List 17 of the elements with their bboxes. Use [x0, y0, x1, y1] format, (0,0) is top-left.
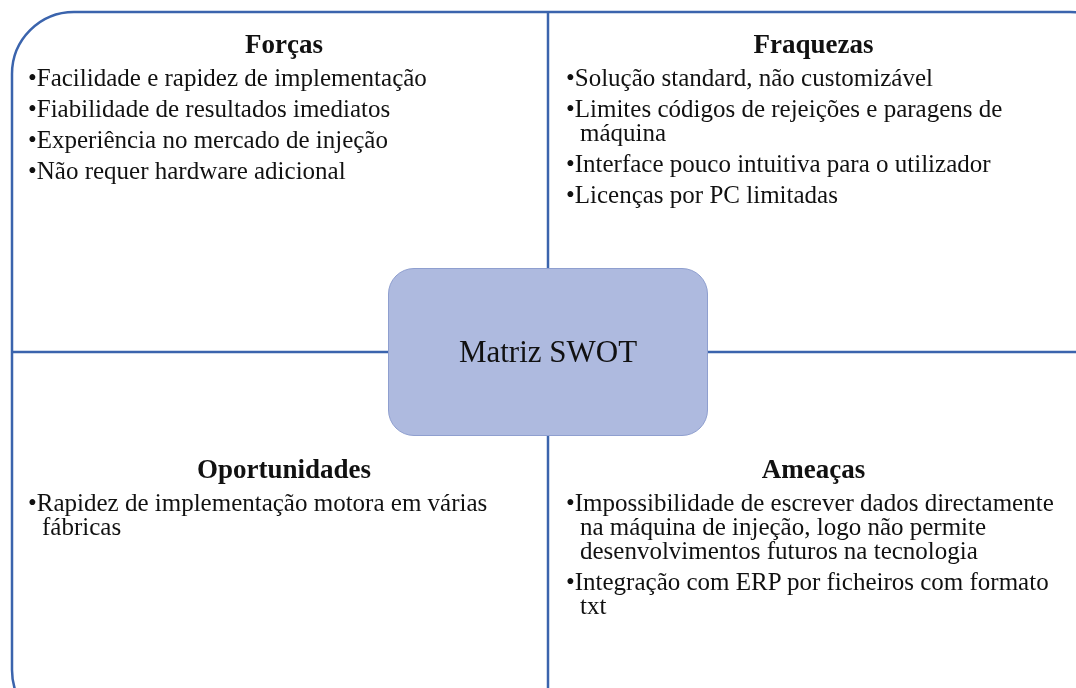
quadrant-heading: Forças	[244, 28, 324, 60]
bullet-item: •Não requer hardware adicional	[28, 159, 347, 183]
bullet-item: •Fiabilidade de resultados imediatos	[28, 97, 392, 121]
bullet-item: •Facilidade e rapidez de implementação	[28, 66, 428, 90]
bullet-item: •Interface pouco intuitiva para o utilizador	[566, 152, 992, 176]
bullet-item: •Rapidez de implementação motora em várias fábricas	[28, 491, 489, 539]
quadrant-heading: Ameaças	[760, 453, 867, 485]
bullet-item: •Solução standard, não customizável	[566, 66, 934, 90]
quadrant-heading: Fraquezas	[752, 28, 875, 60]
bullet-item: •Experiência no mercado de injeção	[28, 128, 389, 152]
center-box	[388, 268, 708, 436]
bullet-item: •Limites códigos de rejeições e paragens de máquina	[566, 97, 1004, 145]
center-title: Matriz SWOT	[458, 334, 638, 370]
bullet-item: •Impossibilidade de escrever dados directamente na máquina de injeção, logo não permite desenvolvimentos futuros na tecnologia	[566, 491, 1055, 563]
bullet-item: •Integração com ERP por ficheiros com formato txt	[566, 570, 1050, 618]
quadrant-heading: Oportunidades	[195, 453, 373, 485]
bullet-item: •Licenças por PC limitadas	[566, 183, 839, 207]
